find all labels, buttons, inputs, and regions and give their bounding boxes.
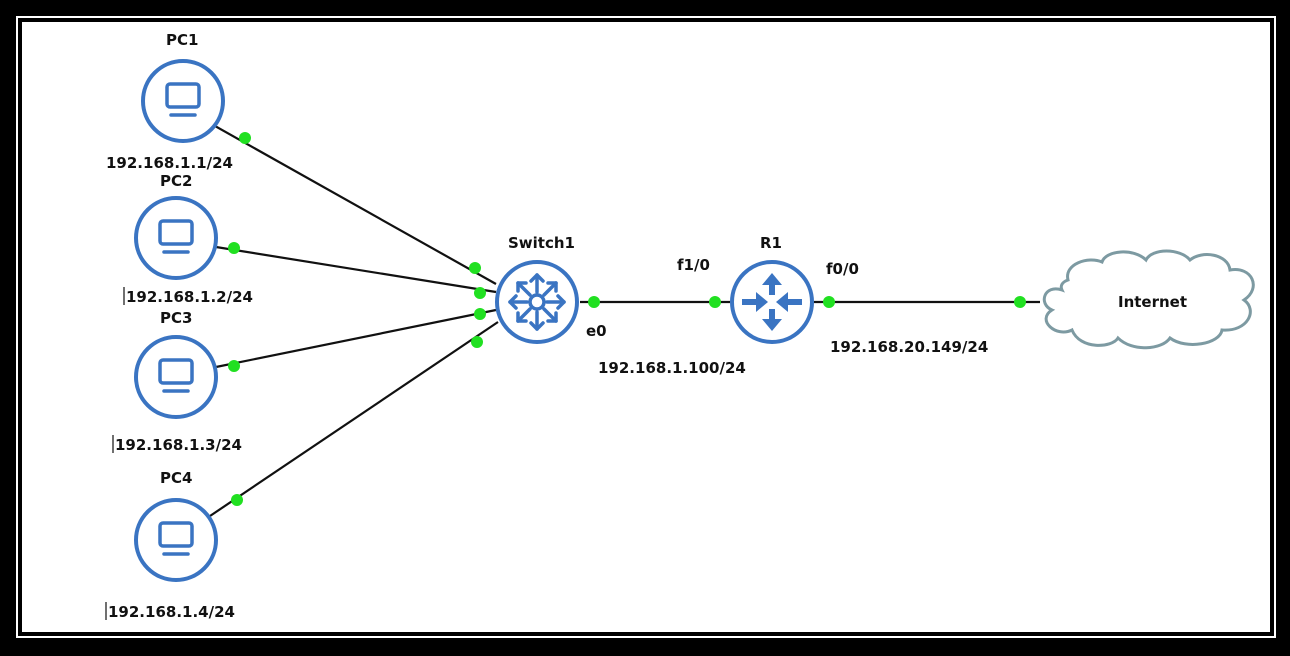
port-dot-switch1-b[interactable] xyxy=(474,287,486,299)
pc3-ip: 192.168.1.3/24 xyxy=(115,436,242,454)
pc3-circle xyxy=(134,335,218,419)
link-pc4-switch1[interactable] xyxy=(209,321,499,517)
computer-icon xyxy=(158,358,194,393)
r1-circle xyxy=(730,260,814,344)
r1-f0-0-label: f0/0 xyxy=(826,260,859,278)
computer-icon xyxy=(158,521,194,556)
cloud-icon xyxy=(1042,249,1255,350)
pc1-ip: 192.168.1.1/24 xyxy=(106,154,233,172)
pc3-name: PC3 xyxy=(160,309,192,327)
pc2-name: PC2 xyxy=(160,172,192,190)
r1-name: R1 xyxy=(760,234,782,252)
frame-inner-border xyxy=(16,16,1276,638)
port-dot-internet[interactable] xyxy=(1014,296,1026,308)
port-dot-switch1-d[interactable] xyxy=(471,336,483,348)
computer-icon xyxy=(158,219,194,254)
router-icon xyxy=(742,273,802,331)
r1-f0-0-ip: 192.168.20.149/24 xyxy=(830,338,988,356)
switch1-node[interactable] xyxy=(495,260,579,344)
pc2-ip: 192.168.1.2/24 xyxy=(126,288,253,306)
port-dot-r1-f1-0[interactable] xyxy=(709,296,721,308)
pc4-name: PC4 xyxy=(160,469,192,487)
internet-node[interactable]: Internet xyxy=(1042,249,1255,350)
port-dot-switch1-c[interactable] xyxy=(474,308,486,320)
link-pc2-switch1[interactable] xyxy=(215,245,497,294)
r1-node[interactable] xyxy=(730,260,814,344)
pc4-node[interactable] xyxy=(134,498,218,582)
links xyxy=(209,125,1040,517)
labels: PC1 192.168.1.1/24 PC2 192.168.1.2/24 PC… xyxy=(106,31,988,621)
port-dot-pc4[interactable] xyxy=(231,494,243,506)
pc2-circle xyxy=(134,196,218,280)
pc4-ip: 192.168.1.4/24 xyxy=(108,603,235,621)
port-dot-switch1-a[interactable] xyxy=(469,262,481,274)
internet-label: Internet xyxy=(1118,293,1187,311)
port-dot-r1-f0-0[interactable] xyxy=(823,296,835,308)
computer-icon xyxy=(165,82,201,117)
link-pc1-switch1[interactable] xyxy=(214,125,497,285)
switch1-e0-label: e0 xyxy=(586,322,607,340)
pc1-name: PC1 xyxy=(166,31,198,49)
pc1-node[interactable] xyxy=(141,59,225,143)
r1-f1-0-label: f1/0 xyxy=(677,256,710,274)
pc3-node[interactable] xyxy=(134,335,218,419)
switch1-name: Switch1 xyxy=(508,234,575,252)
pc1-circle xyxy=(141,59,225,143)
text-cursor-marks xyxy=(105,287,125,620)
ports xyxy=(228,132,1026,506)
port-dot-pc2[interactable] xyxy=(228,242,240,254)
switch-icon xyxy=(508,273,566,331)
pc4-circle xyxy=(134,498,218,582)
port-dot-switch1-e0[interactable] xyxy=(588,296,600,308)
port-dot-pc1[interactable] xyxy=(239,132,251,144)
port-dot-pc3[interactable] xyxy=(228,360,240,372)
link-pc3-switch1[interactable] xyxy=(215,308,497,369)
pc2-node[interactable] xyxy=(134,196,218,280)
switch1-e0-ip: 192.168.1.100/24 xyxy=(598,359,746,377)
